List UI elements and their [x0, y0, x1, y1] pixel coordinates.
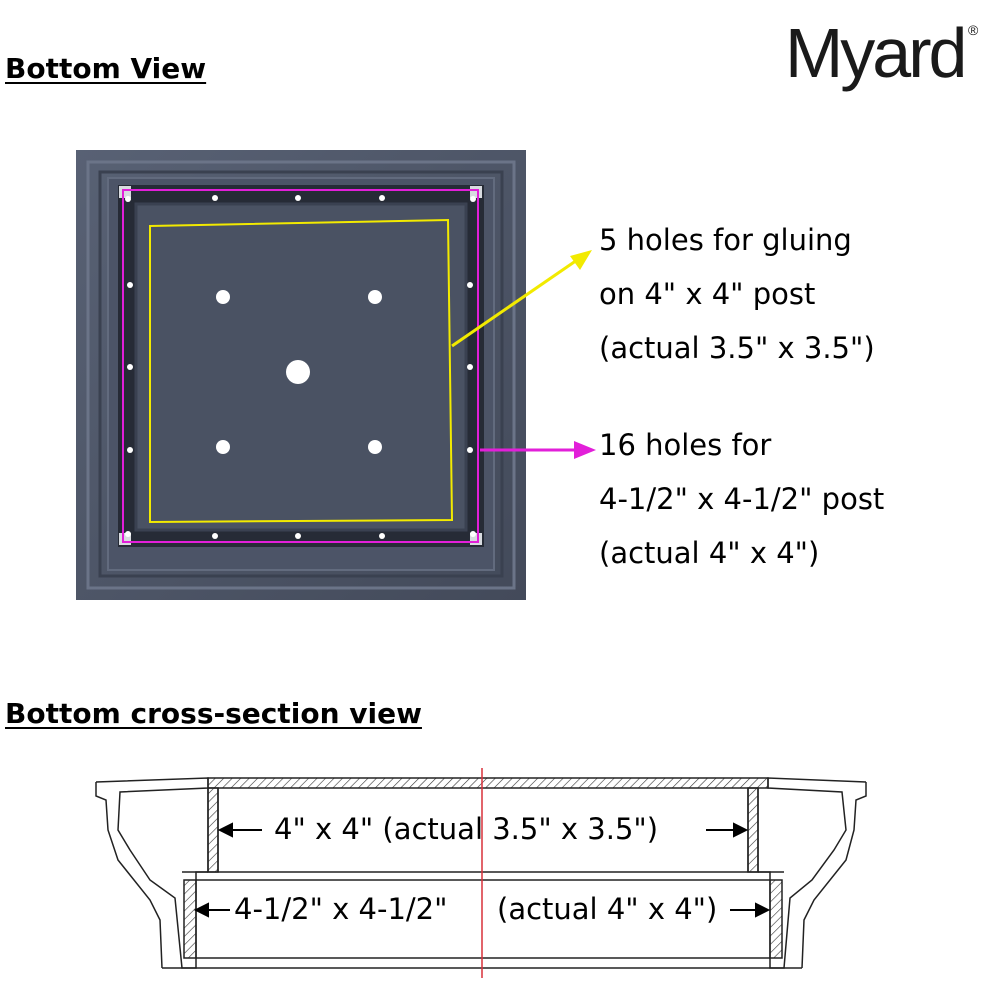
right-profile-inner [801, 782, 867, 969]
glue-holes-label-line1: 5 holes for gluing [599, 223, 852, 257]
glue-hole [368, 440, 382, 454]
perimeter-hole [127, 364, 133, 370]
perimeter-hole [379, 533, 385, 539]
cross-section-heading: Bottom cross-section view [5, 697, 422, 730]
post-outline-yellow [149, 218, 454, 524]
bottom-view-heading: Bottom View [5, 52, 207, 85]
corner-bracket [470, 186, 482, 198]
lower-dim-left-head [193, 902, 209, 918]
lower-dim-right-head [755, 902, 771, 918]
cross-section-drawing [95, 768, 867, 978]
perimeter-hole [125, 196, 131, 202]
perimeter-hole [295, 533, 301, 539]
glue-hole [216, 440, 230, 454]
glue-holes-label-line3: (actual 3.5" x 3.5") [599, 331, 875, 365]
glue-hole [216, 290, 230, 304]
upper-dimension-label: 4" x 4" (actual 3.5" x 3.5") [274, 812, 659, 846]
glue-holes-arrowhead [570, 250, 592, 270]
cap-bevel-ring-inner [98, 170, 504, 578]
post-cap-bottom-image [76, 150, 596, 600]
perimeter-hole [470, 531, 476, 537]
perimeter-hole [467, 447, 473, 453]
upper-dim-left-head [217, 822, 233, 838]
glue-holes-label-line2: on 4" x 4" post [599, 277, 816, 311]
post-holes-label-line3: (actual 4" x 4") [599, 536, 820, 570]
post-outline-magenta [122, 189, 479, 543]
perimeter-hole [125, 531, 131, 537]
perimeter-hole [127, 282, 133, 288]
post-holes-arrowhead [574, 441, 596, 459]
perimeter-hole [212, 533, 218, 539]
lower-dimension-label-a: 4-1/2" x 4-1/2" [234, 892, 448, 926]
lower-dimension-label-b: (actual 4" x 4") [497, 892, 718, 926]
upper-dim-right-head [733, 822, 749, 838]
corner-bracket [119, 186, 131, 198]
perimeter-hole [467, 364, 473, 370]
perimeter-hole [470, 196, 476, 202]
perimeter-holes [125, 195, 476, 539]
post-holes-label-line1: 16 holes for [599, 428, 772, 462]
glue-hole [286, 360, 310, 384]
registered-mark: ® [968, 22, 979, 38]
top-plate [207, 777, 769, 789]
right-lower-wall [769, 879, 783, 959]
perimeter-hole [127, 447, 133, 453]
left-lower-wall [183, 879, 197, 959]
cap-bevel-ring [86, 160, 516, 590]
right-upper-wall [747, 787, 759, 873]
myard-logo: Myard [785, 14, 967, 92]
post-holes-label-line2: 4-1/2" x 4-1/2" post [599, 482, 885, 516]
glue-holes-arrow-line [451, 256, 581, 348]
left-profile-inner [95, 782, 163, 969]
perimeter-hole [212, 195, 218, 201]
perimeter-hole [379, 195, 385, 201]
perimeter-hole [295, 195, 301, 201]
glue-hole [368, 290, 382, 304]
perimeter-hole [467, 282, 473, 288]
left-upper-wall [207, 787, 219, 873]
